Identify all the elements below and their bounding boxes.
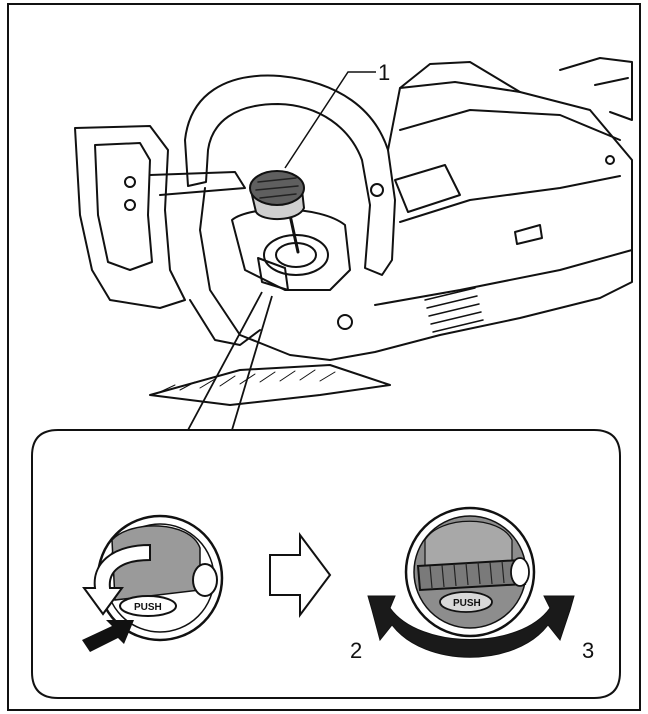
housing-side-panel [399, 175, 621, 223]
vent-grille [424, 287, 484, 333]
right-cap-handle [416, 558, 527, 592]
housing-screw-2 [337, 314, 353, 330]
left-cap-shaded [111, 525, 201, 601]
rear-handle-grip [149, 171, 246, 196]
housing-clip [514, 224, 543, 245]
filler-flap [257, 257, 289, 291]
engine-housing [199, 81, 633, 361]
right-cap-view: PUSH [404, 506, 536, 638]
right-push-tab [439, 591, 493, 613]
magnify-line-right [231, 295, 273, 431]
housing-screw-1 [370, 183, 384, 197]
outer-frame [7, 3, 641, 711]
housing-slot [394, 164, 461, 213]
callout-2-label: 2 [350, 638, 362, 663]
press-arrow-icon [82, 620, 134, 652]
rear-handle-inner [94, 142, 153, 271]
filler-neck-outer [263, 234, 329, 276]
right-cap-latch [510, 557, 530, 587]
handle-bolt-1 [124, 176, 136, 188]
callout-1-label: 1 [378, 60, 390, 85]
handle-bolt-2 [124, 199, 136, 211]
chainsaw-illustration [74, 57, 633, 406]
tank-shoulder [231, 208, 351, 291]
magnify-line-left [187, 291, 263, 431]
guide-bar [149, 364, 391, 406]
left-push-label: PUSH [134, 602, 162, 613]
left-cap-latch [192, 563, 218, 597]
right-push-label: PUSH [453, 598, 481, 609]
housing-screw-3 [605, 155, 615, 165]
cap-tether [288, 213, 300, 254]
housing-top-ridge [399, 61, 521, 93]
callout-1-leader [284, 71, 376, 169]
right-cap-upper [424, 520, 513, 567]
front-foot [189, 299, 261, 346]
right-cap-handle-grips [429, 560, 505, 589]
callout-3-label: 3 [582, 638, 594, 663]
left-push-tab [119, 595, 177, 617]
housing-lower-edge [374, 249, 633, 306]
left-cap-view: PUSH [82, 514, 224, 652]
left-turn-arrow [82, 543, 151, 616]
rotate-arrow-icon [367, 595, 575, 658]
removed-fuel-cap [249, 170, 305, 220]
top-rear-extension [559, 57, 633, 121]
hollow-right-arrow-icon [269, 532, 332, 618]
front-handle [184, 74, 396, 276]
housing-top-cover [399, 109, 621, 141]
rear-handle [74, 125, 186, 309]
top-rear-fin [594, 77, 629, 86]
